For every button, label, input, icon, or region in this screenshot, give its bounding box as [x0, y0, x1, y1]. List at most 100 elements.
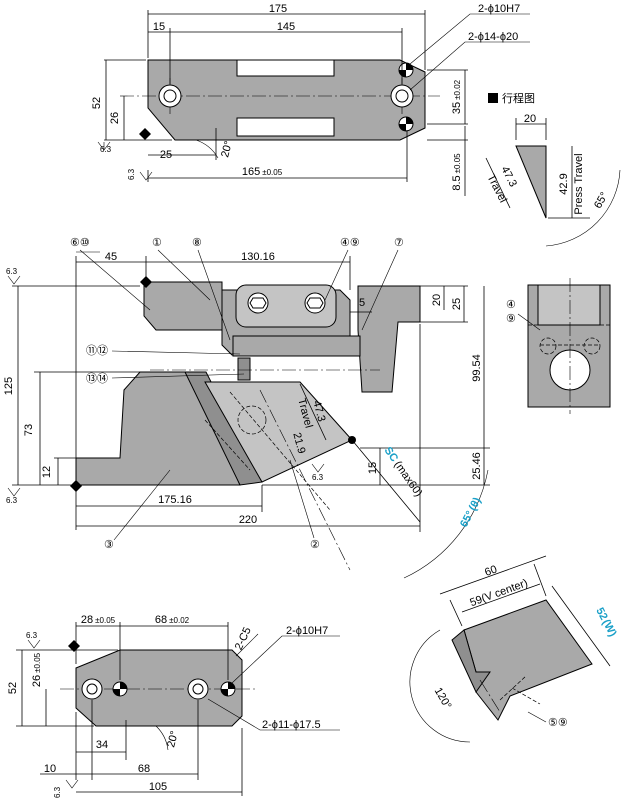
front-callout-7: ⑦: [394, 237, 404, 249]
front-dim-5: 5: [359, 297, 365, 309]
bottom-callout-pin-hole: 2-ϕ10H7: [286, 625, 328, 637]
datum-diamond-icon: [68, 640, 80, 652]
front-dim-125: 125: [3, 377, 15, 395]
top-view-pin-hole-upper: [398, 62, 414, 78]
top-dim-base-length: 165±0.05: [242, 166, 283, 178]
top-view-upper-slot: [236, 59, 335, 77]
iso-dim-angle: 120°: [432, 686, 454, 712]
bottom-dim-28: 28±0.05: [81, 614, 116, 626]
front-view: 45 130.16 20 25 5 125 73 12 99.54 25.46 …: [3, 237, 490, 579]
side-callout-9: ⑨: [506, 313, 516, 325]
roughness-symbol-icon: 6.3: [127, 168, 153, 181]
front-callout-8: ⑧: [192, 237, 202, 249]
bottom-dim-10: 10: [44, 763, 56, 775]
hex-bolt-icon: [304, 292, 326, 314]
front-dim-travel: 47.3: [310, 399, 327, 423]
front-callout-3: ③: [104, 539, 114, 551]
front-view-upper-body: [143, 281, 223, 331]
bottom-chamfer: 2-C5: [233, 625, 254, 652]
bottom-view-pin-hole-right: [220, 681, 236, 697]
front-dim-220: 220: [239, 514, 257, 526]
datum-diamond-icon: [139, 128, 151, 140]
stroke-diagram-legend: 行程图: [502, 92, 535, 105]
roughness-symbol-icon: 6.3: [97, 141, 112, 154]
front-callout-6-10: ⑥⑩: [70, 237, 90, 249]
top-dim-angle: 20°: [219, 140, 235, 159]
front-callout-11-12: ⑪⑫: [86, 344, 108, 357]
datum-diamond-icon: [70, 480, 82, 492]
roughness-symbol-icon: 6.3: [26, 631, 41, 649]
iso-view-block: [463, 599, 593, 721]
front-dim-25: 25: [451, 298, 463, 310]
front-dim-25-46: 25.46: [471, 452, 483, 480]
front-sc-label: SC(max60): [382, 445, 425, 499]
bottom-dim-105: 105: [149, 781, 167, 793]
front-view-spring-block: [232, 335, 361, 357]
datum-diamond-icon: [140, 276, 152, 288]
front-dim-130-16: 130.16: [241, 251, 275, 263]
front-dim-73: 73: [23, 424, 35, 436]
svg-text:6.3: 6.3: [100, 145, 112, 154]
top-callout-pin-hole: 2-ϕ10H7: [478, 3, 520, 15]
front-angle-label: 65°(θ): [458, 495, 484, 529]
hex-bolt-icon: [247, 292, 269, 314]
roughness-symbol-icon: 6.3: [53, 779, 79, 798]
bottom-dim-angle: 20°: [165, 730, 181, 749]
front-view-bolt: [237, 357, 251, 381]
roughness-symbol-icon: 6.3: [6, 267, 21, 285]
top-dim-hole-pitch: 145: [277, 21, 295, 33]
svg-text:6.3: 6.3: [26, 631, 38, 640]
bottom-dim-68-bottom: 68: [138, 763, 150, 775]
bottom-view-plate: [75, 649, 243, 727]
top-dim-slot-offset: 25: [160, 149, 172, 161]
bottom-dim-52: 52: [7, 682, 19, 694]
front-callout-2: ②: [310, 539, 320, 551]
front-dim-21-9: 21.9: [290, 431, 307, 455]
iso-callout-5-9: ⑤⑨: [548, 717, 568, 729]
svg-text:6.3: 6.3: [127, 168, 136, 180]
iso-dim-59: 59(V center): [468, 577, 529, 609]
iso-view-v-groove: [451, 629, 491, 693]
iso-dim-52: 52(W): [593, 606, 618, 639]
top-dim-height: 52: [91, 97, 103, 109]
top-dim-hole-spacing: 35±0.02: [451, 79, 463, 114]
front-view-right-block: [357, 285, 421, 393]
svg-text:6.3: 6.3: [6, 267, 18, 276]
bottom-view-pin-hole-left: [112, 681, 128, 697]
stroke-diagram: 行程图 20 47.3 Travel 42.9 Press Travel 65°: [484, 92, 621, 247]
side-view: ④ ⑨: [506, 278, 611, 414]
stroke-dim-width: 20: [524, 113, 536, 125]
top-view-pin-hole-lower: [398, 116, 414, 132]
side-callout-4: ④: [506, 299, 516, 311]
bottom-dim-26: 26±0.05: [31, 652, 43, 687]
front-callout-1: ①: [152, 237, 162, 249]
front-dim-45: 45: [105, 251, 117, 263]
top-dim-offset: 15: [153, 21, 165, 33]
front-callout-13-14: ⑬⑭: [86, 372, 108, 385]
front-dim-20: 20: [431, 294, 443, 306]
top-view-base-plate: [147, 59, 426, 141]
svg-text:6.3: 6.3: [6, 496, 18, 505]
bottom-view: 28±0.05 68±0.02 2-C5 2-ϕ10H7 52 26±0.05 …: [7, 614, 340, 798]
top-view: 175 15 145 52 26 25 20° 165±0.05 35±0.02…: [91, 3, 530, 196]
bottom-dim-34: 34: [96, 739, 108, 751]
iso-view: 60 59(V center) 52(W) 120° ⑤⑨: [409, 555, 619, 743]
top-view-lower-slot: [236, 117, 335, 137]
top-callout-counterbore: 2-ϕ14-ϕ20: [468, 31, 518, 43]
legend-square-icon: [488, 93, 498, 103]
bottom-dim-68-top: 68±0.02: [155, 614, 190, 626]
svg-text:6.3: 6.3: [312, 473, 324, 482]
stroke-wedge: [515, 145, 547, 219]
front-dim-15: 15: [367, 462, 379, 474]
stroke-dim-press-travel-label: Press Travel: [573, 153, 585, 214]
bottom-callout-counterbore: 2-ϕ11-ϕ17.5: [262, 719, 321, 731]
svg-text:6.3: 6.3: [53, 786, 62, 798]
stroke-dim-angle: 65°: [592, 190, 611, 210]
iso-dim-60: 60: [483, 563, 499, 578]
front-dim-12: 12: [41, 466, 53, 478]
top-dim-total-length: 175: [269, 3, 287, 15]
front-dim-99-54: 99.54: [471, 354, 483, 382]
roughness-symbol-icon: 6.3: [311, 463, 325, 482]
front-callout-4-9: ④⑨: [340, 237, 360, 249]
